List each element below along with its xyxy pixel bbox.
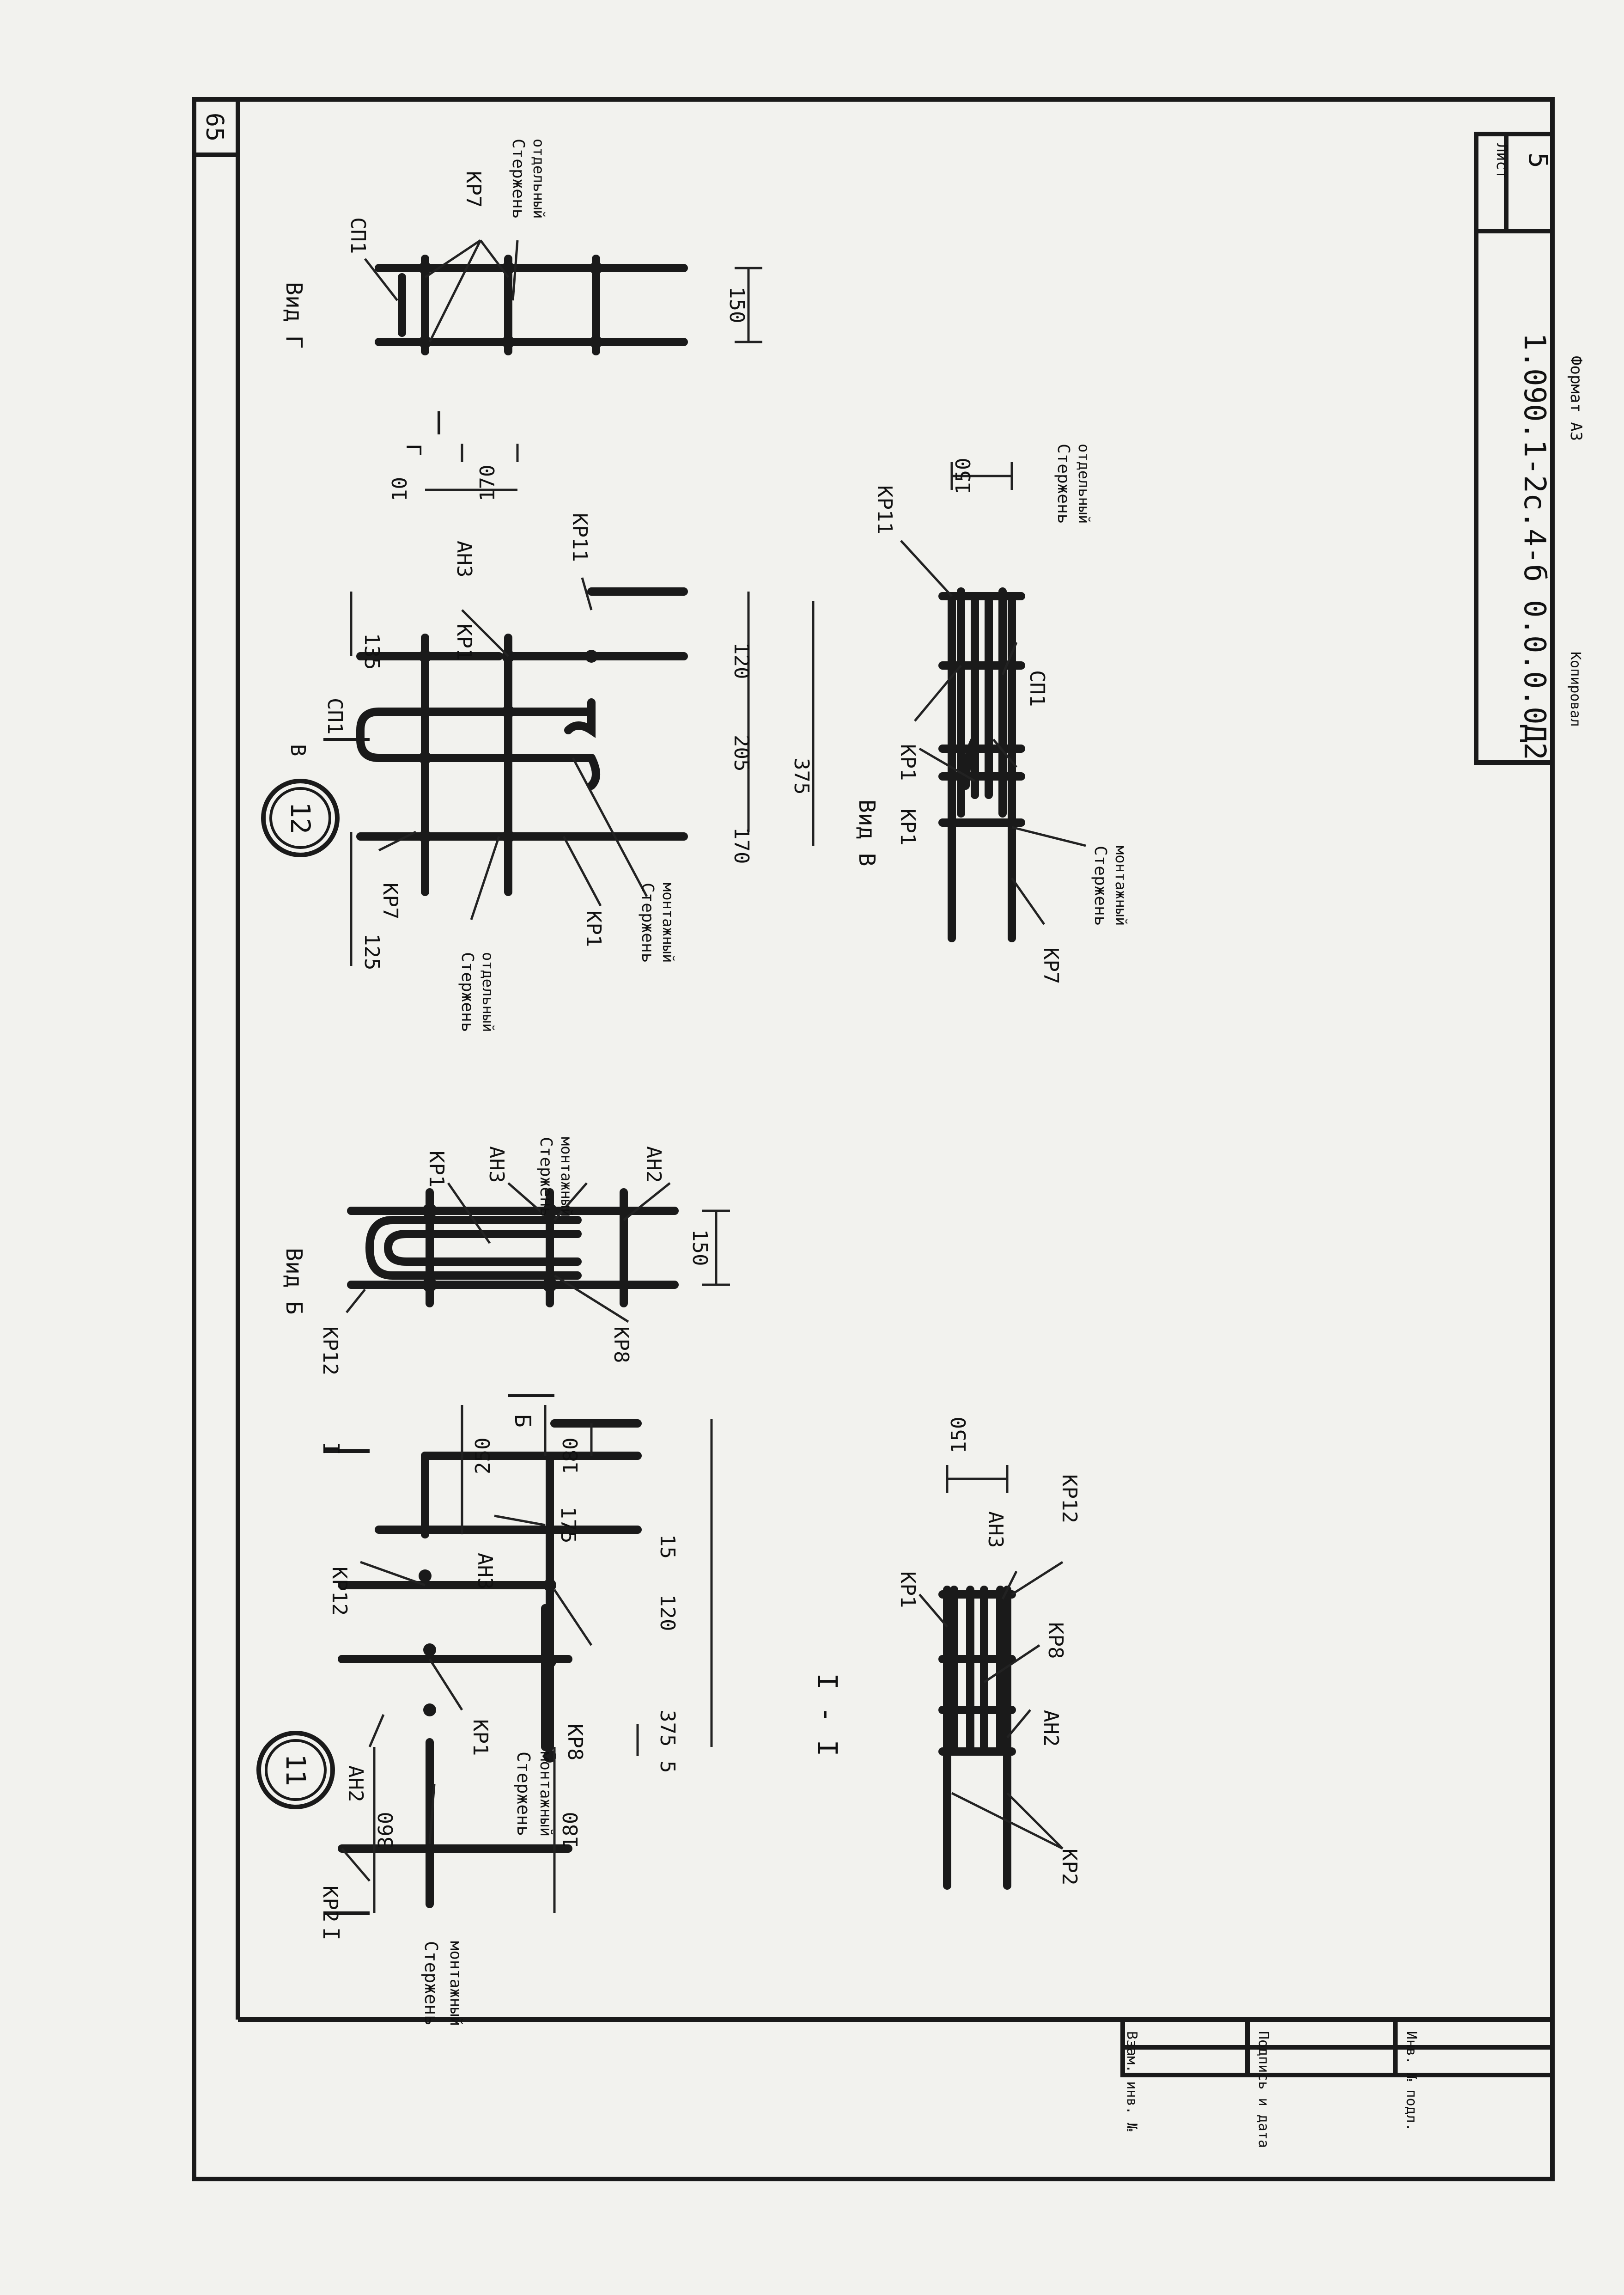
section-label-kr2: КР2 [1058,1849,1081,1885]
document-code: 1.090.1-2с.4-б 0.0.0.0Д2 [1517,333,1551,760]
view-b-title: Вид Б [281,1248,307,1315]
view-v-label-sterzhen-a: Стержень [1091,846,1110,926]
node-12-label-ah3: АН3 [452,541,476,577]
view-g-label-sterzhen: Стержень [509,139,528,219]
view-b-label-ah2: АН2 [642,1146,665,1183]
view-v-label-kr7: КР7 [1039,947,1063,984]
view-v [900,462,1086,942]
section-dim-150: 150 [947,1417,971,1453]
node-11 [256,1394,713,1915]
node-12-dim-135: 135 [360,633,383,670]
dim-360: 360 [374,1812,398,1849]
node-12 [261,411,815,966]
view-g [364,239,762,355]
view-b-label-sterzhen: Стержень [536,1137,555,1217]
view-b-dim-150: 150 [688,1229,712,1266]
label-kr2: КР2 [318,1886,342,1922]
section-1-1-title: I - I [811,1673,843,1757]
node-12-dim-375: 375 [790,758,813,794]
node-12-arrow-v: В [286,744,310,757]
view-v-label-montazhnyi: монтажный [1112,846,1130,926]
stamp-replaced-inv: Взам. инв. № [1124,2031,1140,2131]
node-12-dim-170: 170 [730,827,753,864]
dim-180-left: 180 [559,1812,583,1849]
node-12-label-otdelnyi: отдельный [479,952,497,1032]
node-11-view-arrow: Б [510,1414,535,1428]
section-label-ah3: АН3 [984,1511,1007,1548]
view-g-dim-150: 150 [725,287,748,323]
view-g-label-kr7: КР7 [462,171,485,208]
node-12-label-montazhnyi: монтажный [659,883,677,963]
label-kr8: КР8 [563,1724,587,1760]
view-g-label-sp1: СП1 [346,217,370,254]
sheet-number: 5 [1523,153,1553,168]
view-b-label-kr1: КР1 [425,1151,448,1187]
label-ah3: АН3 [473,1553,497,1589]
section-label-kr8: КР8 [1044,1622,1067,1659]
format-label: Формат А3 [1567,356,1585,441]
dim-15: 15 [656,1534,679,1559]
view-g-title: Вид Г [281,282,307,349]
label-kr1: КР1 [468,1719,492,1756]
view-v-label-otdelnyi: отдельный [1075,444,1093,524]
dim-180-right: 180 [559,1438,583,1474]
dim-120-left: 120 [656,1594,679,1631]
node-12-dim-10: 10 [388,477,412,501]
copied-label: Копировал [1567,652,1583,727]
dim-250: 250 [471,1438,495,1474]
node-12-dim-170b: 170 [476,465,499,501]
section-label-kr12: КР12 [1058,1474,1081,1523]
label-montazhnyi-b: монтажный [536,1752,555,1837]
node-12-label-sterzhen-a: Стержень [458,952,477,1032]
stamp-inv-original: Инв. № подл. [1403,2031,1419,2131]
node-12-label-kr1b: КР1 [582,910,605,947]
page-number: 65 [201,113,228,142]
view-b-label-ah3: АН3 [485,1146,508,1183]
drawing-frame [192,97,1555,2181]
view-v-label-sterzhen-b: Стержень [1054,444,1073,524]
node-12-label-kr11: КР11 [568,513,591,562]
node-12-label-sp1: СП1 [323,698,347,734]
dim-375-left: 375 [656,1710,679,1746]
view-b-label-kr8: КР8 [609,1326,633,1363]
node-12-label-kr1a: КР1 [452,624,476,660]
label-kr12: КР12 [328,1567,351,1616]
node-11-section-mark-right: I [318,1442,344,1455]
view-b-label-kr12: КР12 [318,1326,342,1375]
node-12-dim-120: 120 [730,642,753,679]
section-label-kr1: КР1 [896,1571,919,1608]
node-11-number: 11 [280,1754,311,1786]
node-12-number: 12 [285,802,316,834]
view-v-dim-150: 150 [952,458,975,494]
view-v-label-sp1: СП1 [1025,670,1049,707]
node-11-section-mark-left: I [318,1927,344,1941]
sheet-label: Лист [1493,143,1511,179]
dim-175: 175 [556,1507,580,1543]
view-v-title: Вид В [854,800,880,867]
label-sterzhen-montazh-b: Стержень [513,1752,534,1836]
view-g-label-otdelnyi: отдельный [530,139,547,219]
label-montazhnyi-a: монтажный [446,1941,465,2026]
view-b [346,1182,730,1323]
node-12-label-kr7: КР7 [378,883,402,919]
view-b-label-montazhnyi: монтажный [558,1137,575,1217]
dim-5: 5 [656,1761,679,1773]
stamp-signature-date: Подпись и дата [1255,2031,1271,2148]
view-v-label-kr11: КР11 [873,485,896,534]
node-12-dim-125: 125 [360,934,383,970]
label-ah2: АН2 [344,1765,367,1802]
section-1-1 [918,1465,1064,1890]
section-label-ah2: АН2 [1039,1710,1063,1746]
label-sterzhen-montazh-a: Стержень [421,1941,441,2026]
node-12-arrow-g: Г [401,444,425,456]
view-v-label-kr1b: КР1 [896,744,919,781]
node-12-dim-205: 205 [730,735,753,771]
node-12-label-sterzhen-b: Стержень [638,883,657,963]
view-v-label-kr1a: КР1 [896,809,919,845]
